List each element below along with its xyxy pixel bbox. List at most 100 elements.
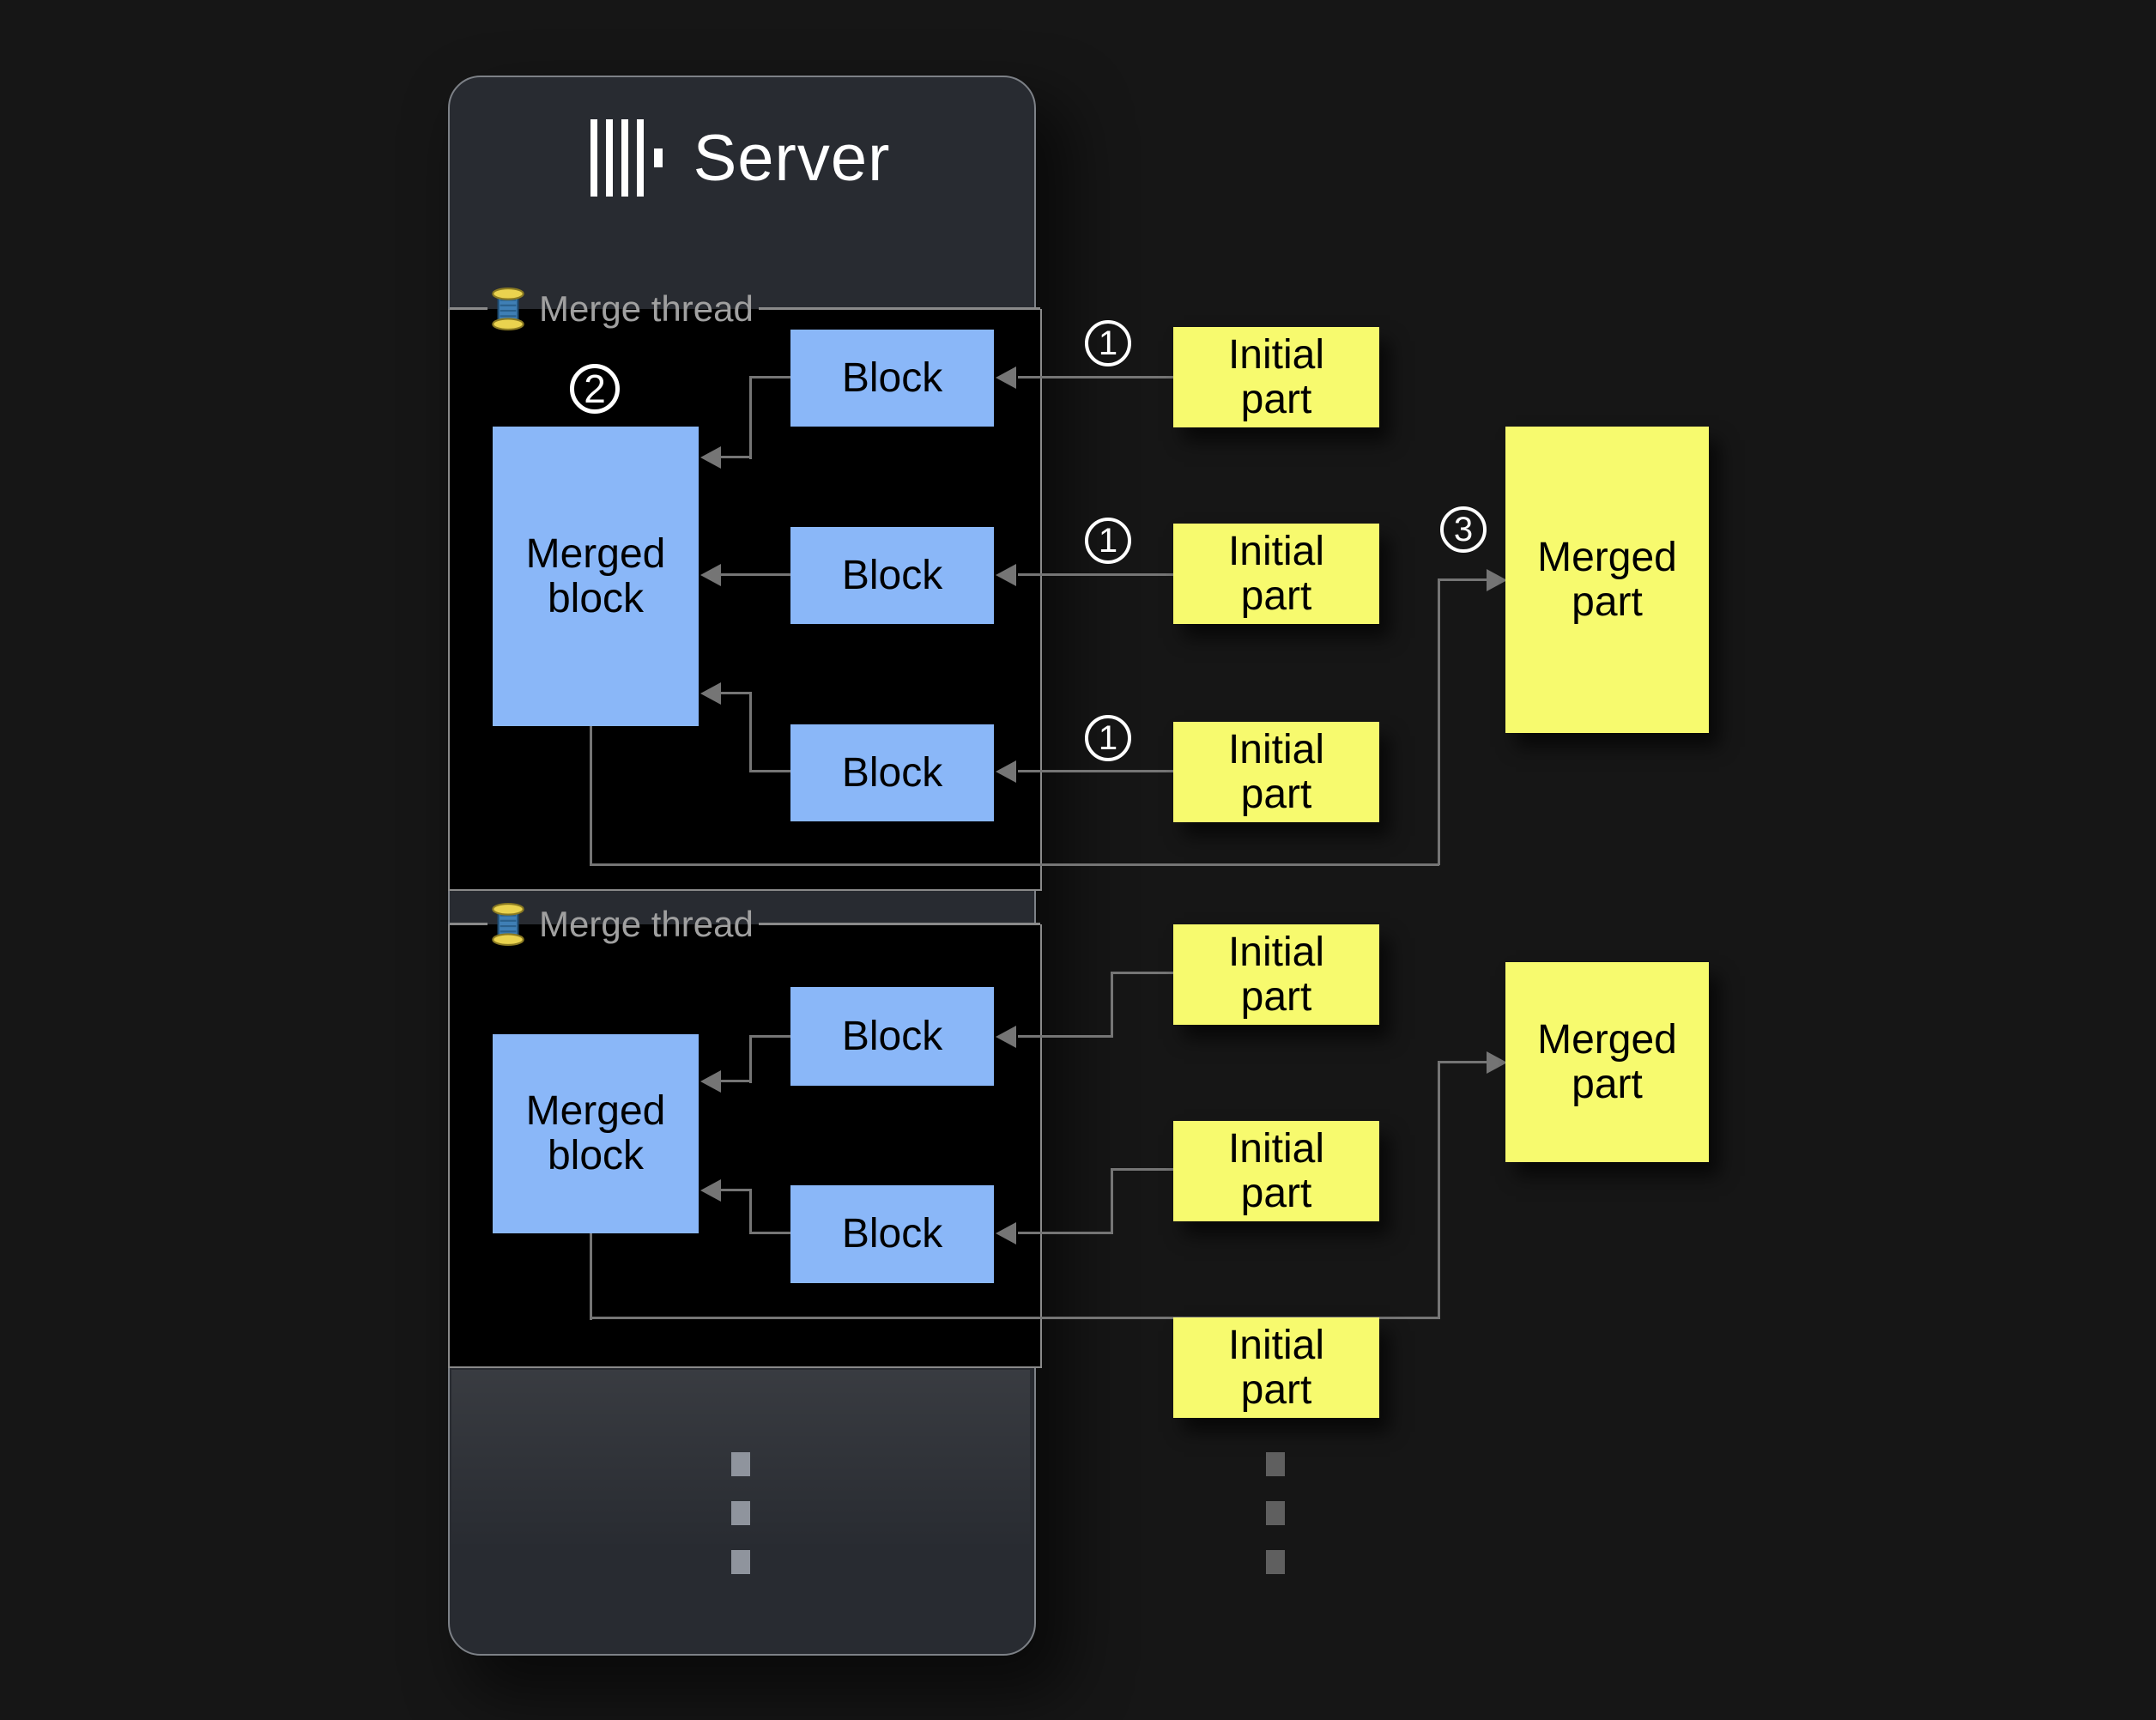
arrow-line (590, 726, 592, 865)
merged-block-1: Merged block (493, 427, 699, 726)
arrow-line (721, 456, 750, 458)
initial-part-label: Initial part (1227, 1322, 1325, 1413)
step-badge-merge: 2 (570, 364, 620, 414)
arrow-head (996, 366, 1016, 389)
initial-part-4: Initial part (1173, 924, 1379, 1025)
step-badge-read-1: 1 (1085, 320, 1131, 366)
arrow-line (750, 376, 790, 379)
step-badge-number: 2 (584, 366, 606, 411)
step-badge-write: 3 (1440, 506, 1487, 553)
block-label: Block (841, 1211, 943, 1257)
arrow-line (750, 770, 790, 772)
initial-part-label: Initial part (1227, 331, 1325, 422)
step-badge-number: 1 (1098, 521, 1118, 560)
arrow-line (750, 1232, 790, 1234)
arrow-line (1111, 1168, 1113, 1234)
arrow-line (590, 1317, 1439, 1319)
block-3: Block (790, 724, 994, 821)
ellipsis-dot (1266, 1550, 1285, 1574)
arrow-line (749, 1189, 752, 1234)
ellipsis-dot (731, 1501, 750, 1525)
arrow-head (996, 564, 1016, 586)
panel-border-segment (450, 923, 488, 925)
arrow-line (1018, 376, 1173, 379)
arrow-line (749, 376, 752, 459)
ellipsis-dot (731, 1550, 750, 1574)
block-label: Block (841, 552, 943, 598)
arrow-line (721, 573, 790, 576)
step-badge-number: 1 (1098, 718, 1118, 757)
ellipsis-dot (731, 1452, 750, 1476)
arrow-head (700, 564, 721, 586)
block-label: Block (841, 749, 943, 796)
arrow-line (1111, 972, 1113, 1038)
block-4: Block (790, 987, 994, 1086)
block-1: Block (790, 330, 994, 427)
step-badge-read-2: 1 (1085, 518, 1131, 564)
arrow-line (749, 1035, 752, 1083)
arrow-line (1018, 1232, 1111, 1234)
merged-part-1: Merged part (1505, 427, 1709, 733)
merge-thread-label: Merge thread (539, 904, 754, 944)
arrow-line (1111, 1168, 1173, 1171)
arrow-head (700, 1070, 721, 1093)
step-badge-number: 1 (1098, 324, 1118, 362)
ellipsis-dot (1266, 1452, 1285, 1476)
thread-spool-icon (492, 288, 524, 330)
merged-block-label: Merged block (525, 530, 666, 621)
arrow-line (1018, 1035, 1111, 1038)
merged-part-2: Merged part (1505, 962, 1709, 1162)
clickhouse-logo-icon (590, 119, 663, 197)
arrow-line (749, 692, 752, 772)
arrow-line (721, 692, 750, 694)
arrow-line (1111, 972, 1173, 974)
arrow-head (1487, 569, 1507, 591)
arrow-head (996, 760, 1016, 783)
initial-part-label: Initial part (1227, 1125, 1325, 1216)
arrow-line (590, 1233, 592, 1320)
initial-part-5: Initial part (1173, 1121, 1379, 1221)
arrow-line (1438, 1061, 1440, 1319)
block-label: Block (841, 1013, 943, 1059)
initial-part-3: Initial part (1173, 722, 1379, 822)
server-title: Server (693, 121, 891, 195)
block-label: Block (841, 354, 943, 401)
merge-thread-legend-1: Merge thread (489, 285, 754, 333)
arrow-head (996, 1222, 1016, 1245)
server-header: Server (448, 101, 1033, 215)
arrow-head (700, 1179, 721, 1202)
merged-block-label: Merged block (525, 1088, 666, 1178)
arrow-line (1018, 770, 1173, 772)
arrow-line (1438, 1061, 1487, 1063)
merged-block-2: Merged block (493, 1034, 699, 1233)
panel-border-segment (759, 307, 1040, 310)
initial-part-1: Initial part (1173, 327, 1379, 427)
initial-part-label: Initial part (1227, 528, 1325, 619)
panel-border-segment (450, 307, 488, 310)
merged-part-label: Merged part (1537, 1016, 1677, 1107)
block-2: Block (790, 527, 994, 624)
initial-part-6: Initial part (1173, 1317, 1379, 1418)
arrow-line (750, 1035, 790, 1038)
step-badge-read-3: 1 (1085, 715, 1131, 761)
initial-part-label: Initial part (1227, 726, 1325, 817)
merge-thread-label: Merge thread (539, 288, 754, 329)
merge-thread-legend-2: Merge thread (489, 900, 754, 948)
arrow-line (1438, 578, 1487, 581)
arrow-line (1018, 573, 1173, 576)
ellipsis-dot (1266, 1501, 1285, 1525)
initial-part-label: Initial part (1227, 929, 1325, 1020)
block-5: Block (790, 1185, 994, 1283)
arrow-line (590, 863, 1439, 866)
thread-spool-icon (492, 903, 524, 946)
arrow-head (700, 682, 721, 705)
arrow-head (1487, 1051, 1507, 1074)
arrow-line (721, 1080, 750, 1082)
merged-part-label: Merged part (1537, 534, 1677, 625)
arrow-line (1438, 578, 1440, 865)
arrow-head (700, 446, 721, 469)
step-badge-number: 3 (1453, 510, 1474, 548)
arrow-head (996, 1026, 1016, 1048)
arrow-line (721, 1189, 750, 1191)
